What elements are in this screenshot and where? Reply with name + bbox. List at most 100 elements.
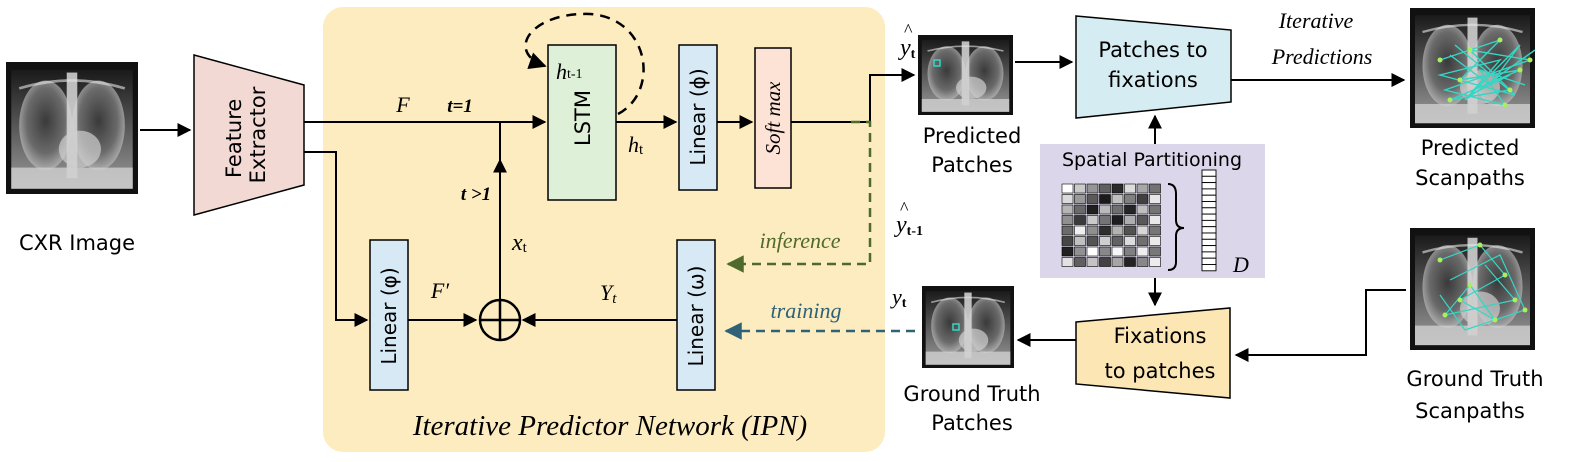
partition-cell (1061, 194, 1074, 204)
iterative-label: Iterative (1278, 8, 1354, 33)
patches-to-fixations-label-2: fixations (1108, 68, 1198, 92)
partition-cell (1124, 236, 1136, 246)
partition-cell (1136, 215, 1149, 225)
predicted-patches-label: Predicted (923, 124, 1022, 148)
linear-phi-block (678, 44, 718, 191)
iterative-label-2: Predictions (1271, 44, 1373, 69)
partition-cell (1111, 215, 1124, 225)
lstm-block (547, 44, 617, 201)
label-t-gt-1: t >1 (461, 184, 491, 205)
vector-cell (1201, 213, 1217, 221)
partition-cell (1111, 246, 1124, 257)
partition-cell (1099, 194, 1111, 204)
partition-cell (1136, 246, 1149, 257)
recurrent-loop (524, 12, 645, 116)
partition-cell (1111, 194, 1124, 204)
ipn-title: Iterative Predictor Network (IPN) (412, 410, 807, 442)
partition-cell (1136, 225, 1149, 236)
partition-cell (1086, 194, 1099, 204)
partition-cell (1124, 183, 1136, 194)
vector-cell (1201, 251, 1217, 259)
partition-cell (1136, 194, 1149, 204)
partition-cell (1111, 236, 1124, 246)
vector-cell (1201, 175, 1217, 184)
partition-cell (1074, 257, 1086, 267)
hat-prev: ^ (900, 198, 909, 218)
partition-cell (1074, 194, 1086, 204)
partition-cell (1149, 194, 1161, 204)
linear-varphi-label: Linear (φ) (377, 267, 401, 364)
feature-extractor-label-2: Extractor (246, 86, 270, 183)
partition-cell (1099, 225, 1111, 236)
fixations-to-patches-label: Fixations (1114, 324, 1207, 348)
partition-cell (1061, 246, 1074, 257)
vector-cell (1201, 194, 1217, 202)
partition-cell (1149, 215, 1161, 225)
partition-cell (1086, 225, 1099, 236)
partition-cell (1136, 257, 1149, 267)
partition-cell (1086, 215, 1099, 225)
hat-t: ^ (904, 20, 913, 40)
predicted-patches-image (917, 34, 1014, 116)
spatial-partitioning-label: Spatial Partitioning (1062, 149, 1242, 171)
partition-cell (1149, 246, 1161, 257)
partition-cell (1074, 236, 1086, 246)
inference-path (726, 120, 872, 273)
softmax-label: Soft max (761, 81, 785, 155)
partition-cell (1111, 225, 1124, 236)
label-h-t: ht (628, 132, 644, 158)
sum-node (478, 298, 522, 342)
cxr-image-label: CXR Image (19, 231, 135, 255)
linear-omega-block (676, 239, 716, 391)
partition-cell (1061, 236, 1074, 246)
softmax-block (754, 47, 792, 189)
partition-cell (1124, 215, 1136, 225)
label-yhat-prev: yt-1 (894, 212, 923, 239)
partition-cell (1086, 183, 1099, 194)
label-t-eq-1: t=1 (447, 96, 473, 117)
vector-cell (1201, 207, 1217, 215)
partition-cell (1124, 257, 1136, 267)
partition-cell (1149, 236, 1161, 246)
partition-cell (1061, 215, 1074, 225)
partition-cell (1149, 204, 1161, 215)
partition-grid (1061, 183, 1161, 267)
flatten-vector (1201, 169, 1217, 272)
vector-cell (1201, 226, 1217, 234)
partition-cell (1099, 215, 1111, 225)
vector-cell (1201, 232, 1217, 240)
label-D: D (1232, 252, 1249, 277)
vector-cell (1201, 245, 1217, 253)
linear-varphi-block (369, 239, 409, 391)
vector-cell (1201, 238, 1217, 247)
training-label: training (771, 298, 842, 323)
vector-cell (1201, 264, 1217, 272)
fixations-to-patches-label-2: to patches (1105, 359, 1216, 383)
cxr-image (4, 60, 140, 196)
predicted-patches-label-2: Patches (931, 153, 1013, 177)
partition-cell (1124, 194, 1136, 204)
ground-truth-scanpaths-label: Ground Truth (1406, 367, 1543, 391)
ground-truth-scanpaths-label-2: Scanpaths (1415, 399, 1525, 423)
partition-cell (1074, 246, 1086, 257)
partition-cell (1061, 183, 1074, 194)
partition-cell (1061, 225, 1074, 236)
vector-cell (1201, 219, 1217, 228)
feature-extractor-label: Feature (222, 99, 246, 178)
svg-text:Feature Extractor: Feature Extractor (222, 86, 270, 183)
linear-phi-label: Linear (ϕ) (686, 68, 710, 165)
partition-cell (1124, 204, 1136, 215)
partition-cell (1074, 183, 1086, 194)
partition-cell (1124, 246, 1136, 257)
partition-cell (1086, 204, 1099, 215)
partition-cell (1136, 204, 1149, 215)
partition-cell (1086, 246, 1099, 257)
vector-cell (1201, 257, 1217, 265)
feature-extractor-block (193, 54, 305, 216)
partition-cell (1111, 204, 1124, 215)
fixations-to-patches-block (1075, 307, 1231, 399)
partition-cell (1111, 183, 1124, 194)
partition-cell (1074, 215, 1086, 225)
vector-cell (1201, 182, 1217, 190)
